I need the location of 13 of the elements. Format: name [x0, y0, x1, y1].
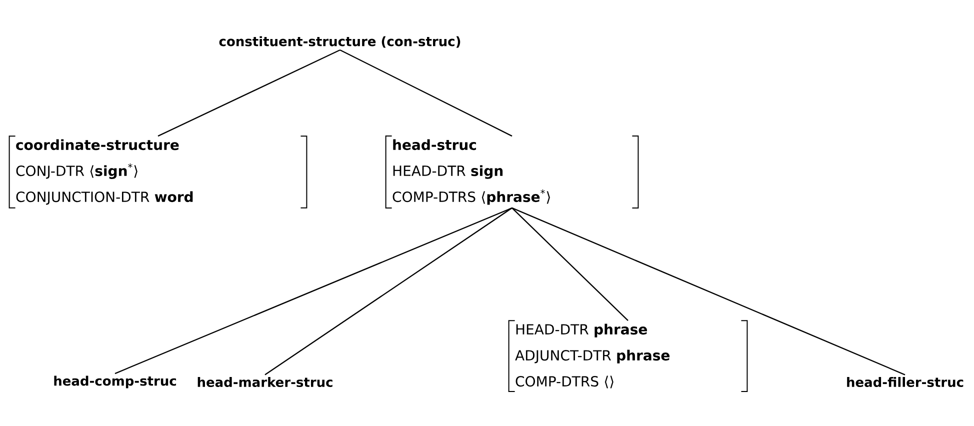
type-label: head-comp-struc: [54, 376, 176, 388]
tree-branch: [512, 207, 906, 376]
tree-branch: [264, 207, 512, 376]
type-label: head-filler-struc: [847, 376, 964, 388]
feature-matrix: coordinate-structure CONJ-DTR ⟨sign$^{*}$⟩ CONJUNCTION-DTR word: [8, 136, 308, 208]
tree-branch: [158, 49, 340, 137]
tree-branch: [114, 207, 512, 374]
type-label: head-marker-struc: [198, 376, 332, 388]
feature-matrix: HEAD-DTR phrase ADJUNCT-DTR phrase COMP-DTRS ⟨⟩: [508, 320, 748, 392]
tree-branch: [340, 49, 512, 137]
feature-matrix: head-struc HEAD-DTR sign COMP-DTRS ⟨phrase$^{*}$⟩: [385, 136, 639, 208]
tree-branch: [512, 208, 628, 321]
type-label: constituent-structure (con-struc): [219, 36, 460, 48]
